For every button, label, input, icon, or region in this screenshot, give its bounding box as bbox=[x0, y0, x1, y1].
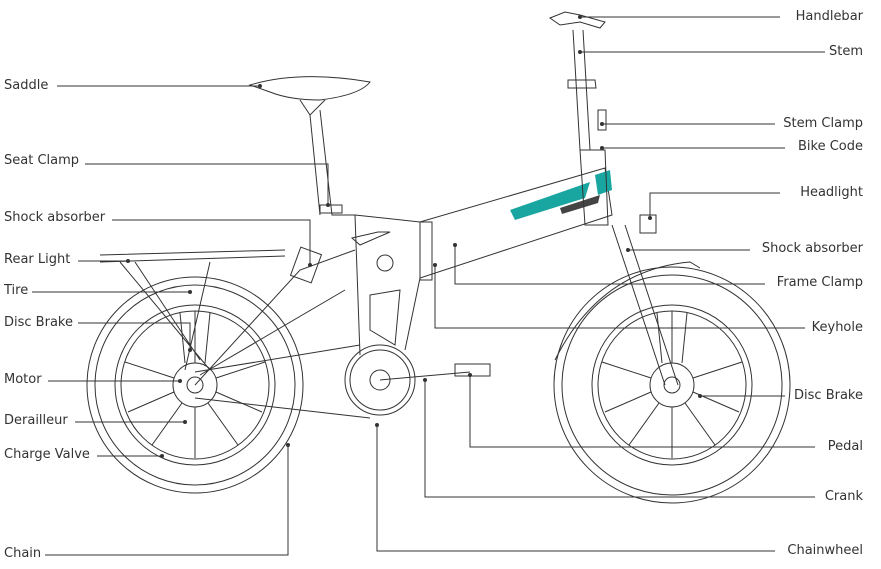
label-keyhole: Keyhole bbox=[811, 320, 863, 335]
label-saddle: Saddle bbox=[4, 78, 49, 93]
rear-wheel bbox=[86, 276, 304, 494]
chainwheel bbox=[194, 344, 491, 419]
label-disc-brake-rear: Disc Brake bbox=[4, 315, 73, 330]
frame bbox=[194, 109, 613, 386]
rear-rack bbox=[99, 249, 286, 371]
label-shock-absorber-rear: Shock absorber bbox=[4, 210, 106, 225]
label-shock-absorber-front: Shock absorber bbox=[761, 241, 863, 256]
label-motor: Motor bbox=[4, 372, 42, 387]
front-wheel bbox=[553, 261, 791, 504]
front-fork-stem bbox=[548, 11, 679, 386]
saddle bbox=[248, 76, 371, 116]
label-seat-clamp: Seat Clamp bbox=[4, 153, 80, 168]
label-tire: Tire bbox=[4, 283, 29, 298]
label-bike-code: Bike Code bbox=[797, 139, 863, 154]
label-stem: Stem bbox=[828, 44, 863, 59]
label-frame-clamp: Frame Clamp bbox=[776, 275, 863, 290]
label-rear-light: Rear Light bbox=[4, 252, 71, 267]
leader-lines bbox=[32, 16, 825, 556]
label-charge-valve: Charge Valve bbox=[4, 447, 90, 462]
label-handlebar: Handlebar bbox=[795, 9, 863, 24]
label-headlight: Headlight bbox=[800, 185, 863, 200]
label-derailleur: Derailleur bbox=[4, 413, 68, 428]
label-disc-brake-front: Disc Brake bbox=[794, 388, 863, 403]
label-pedal: Pedal bbox=[827, 439, 863, 454]
label-crank: Crank bbox=[824, 489, 863, 504]
leader-dots bbox=[126, 15, 702, 458]
label-chainwheel: Chainwheel bbox=[787, 543, 863, 558]
label-chain: Chain bbox=[4, 546, 42, 561]
label-stem-clamp: Stem Clamp bbox=[783, 116, 863, 131]
